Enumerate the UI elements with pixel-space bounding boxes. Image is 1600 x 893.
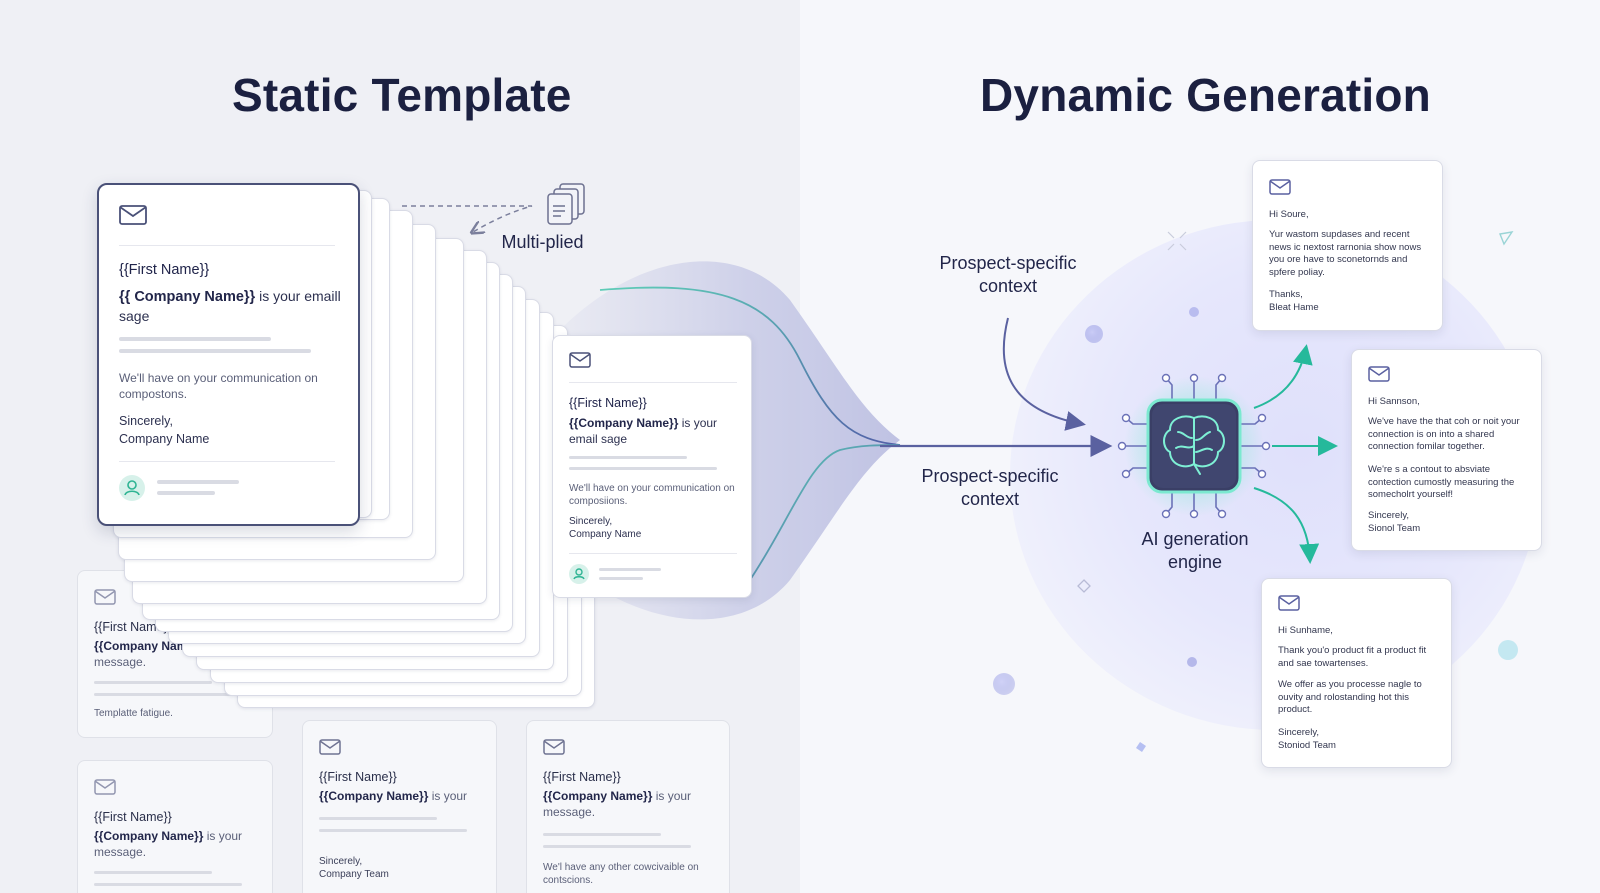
multiplied-label: Multi-plied <box>501 232 584 252</box>
signature: Company Team <box>319 869 389 880</box>
context-arrow <box>1002 317 1086 431</box>
multiply-arrow <box>402 205 533 232</box>
first-name-var: {{First Name}} <box>119 262 210 278</box>
body-paragraph: Thank you'o product fit a product fit an… <box>1278 645 1427 669</box>
prospect-context-label-top: Prospect-specific context <box>939 253 1077 296</box>
envelope-icon <box>569 352 591 368</box>
output-arrow-bottom <box>1253 487 1320 564</box>
first-name-var: {{First Name}} <box>94 620 172 634</box>
middle-template-card: {{First Name}} {{Company Name}} is your … <box>552 335 752 598</box>
company-name-var: {{Company Name}} <box>319 789 429 803</box>
company-name-var: {{Company Name}} <box>94 829 204 843</box>
body-text: We'll have on your communication on comp… <box>569 483 735 507</box>
main-template-card: {{First Name}} {{ Company Name}} is your… <box>97 183 360 526</box>
dynamic-generation-title: Dynamic Generation <box>980 69 1431 121</box>
greeting: Hi Sannson, <box>1368 396 1420 407</box>
flow-line-top <box>599 286 901 446</box>
envelope-icon <box>94 589 116 605</box>
brain-chip-icon <box>1117 373 1271 519</box>
body-paragraph: We've have the that coh or noit your con… <box>1368 416 1520 453</box>
faded-template-card: {{First Name}} {{Company Name}} is your … <box>526 720 730 893</box>
faded-template-card: {{First Name}} {{Company Name}} is your … <box>302 720 497 893</box>
envelope-icon <box>1368 366 1390 382</box>
body-paragraph: We offer as you processe nagle to ouvity… <box>1278 679 1422 716</box>
body-text: We'll have on your communication on comp… <box>119 371 318 401</box>
sign-off: Sincerely, <box>119 414 173 428</box>
envelope-icon <box>319 739 341 755</box>
envelope-icon <box>119 205 147 225</box>
generated-email-card: Hi Sannson, We've have the that coh or n… <box>1351 349 1542 551</box>
email-sage-text: is your emaill sage <box>119 288 341 325</box>
first-name-var: {{First Name}} <box>94 810 172 824</box>
envelope-icon <box>1269 179 1291 195</box>
company-name-var: {{ Company Name}} <box>119 289 256 305</box>
template-fatigue-note: Templatte fatigue. <box>94 708 173 719</box>
message-text: is your message. <box>543 789 692 819</box>
flow-line-bottom <box>749 444 901 581</box>
faded-template-card: {{First Name}} {{Company Name}} is your … <box>77 760 273 893</box>
greeting: Hi Sunhame, <box>1278 625 1333 636</box>
prospect-context-label-bottom: Prospect-specific context <box>921 466 1059 509</box>
first-name-var: {{First Name}} <box>319 770 397 784</box>
signature: Company Name <box>569 529 642 540</box>
company-name-var: {{Company Name}} <box>569 416 679 430</box>
sign-off: Sincerely, <box>1368 510 1410 521</box>
email-sage-text: is your email sage <box>569 416 718 446</box>
generated-email-card: Hi Sunhame, Thank you'o product fit a pr… <box>1261 578 1452 768</box>
sign-off: Thanks, <box>1269 289 1303 300</box>
envelope-icon <box>94 779 116 795</box>
greeting: Hi Soure, <box>1269 209 1309 220</box>
user-icon <box>569 564 589 584</box>
envelope-icon <box>1278 595 1300 611</box>
sign-off: Sincerely, <box>1278 727 1320 738</box>
message-text: is your <box>428 789 468 803</box>
signature: Bleat Hame <box>1269 302 1319 313</box>
output-arrow-top <box>1253 344 1313 409</box>
footer-note: We'l have any other cowcivaible on conts… <box>543 862 699 886</box>
sign-off: Sincerely, <box>319 856 363 867</box>
body-paragraph: We're s a contout to absviate contection… <box>1368 464 1515 501</box>
first-name-var: {{First Name}} <box>543 770 621 784</box>
envelope-icon <box>543 739 565 755</box>
signature: Company Name <box>119 432 210 446</box>
signature: Stoniod Team <box>1278 740 1336 751</box>
company-name-var: {{Company Name}} <box>543 789 653 803</box>
body-paragraph: Yur wastom supdases and recent news ic n… <box>1269 229 1422 278</box>
first-name-var: {{First Name}} <box>569 396 647 410</box>
static-template-title: Static Template <box>232 69 572 121</box>
sign-off: Sincerely, <box>569 516 613 527</box>
ai-engine-label: AI generation engine <box>1141 529 1249 572</box>
signature: Sionol Team <box>1368 523 1421 534</box>
message-text: is your message. <box>94 829 243 859</box>
generated-email-card: Hi Soure, Yur wastom supdases and recent… <box>1252 160 1443 331</box>
documents-icon <box>547 183 585 225</box>
user-icon <box>119 475 145 501</box>
